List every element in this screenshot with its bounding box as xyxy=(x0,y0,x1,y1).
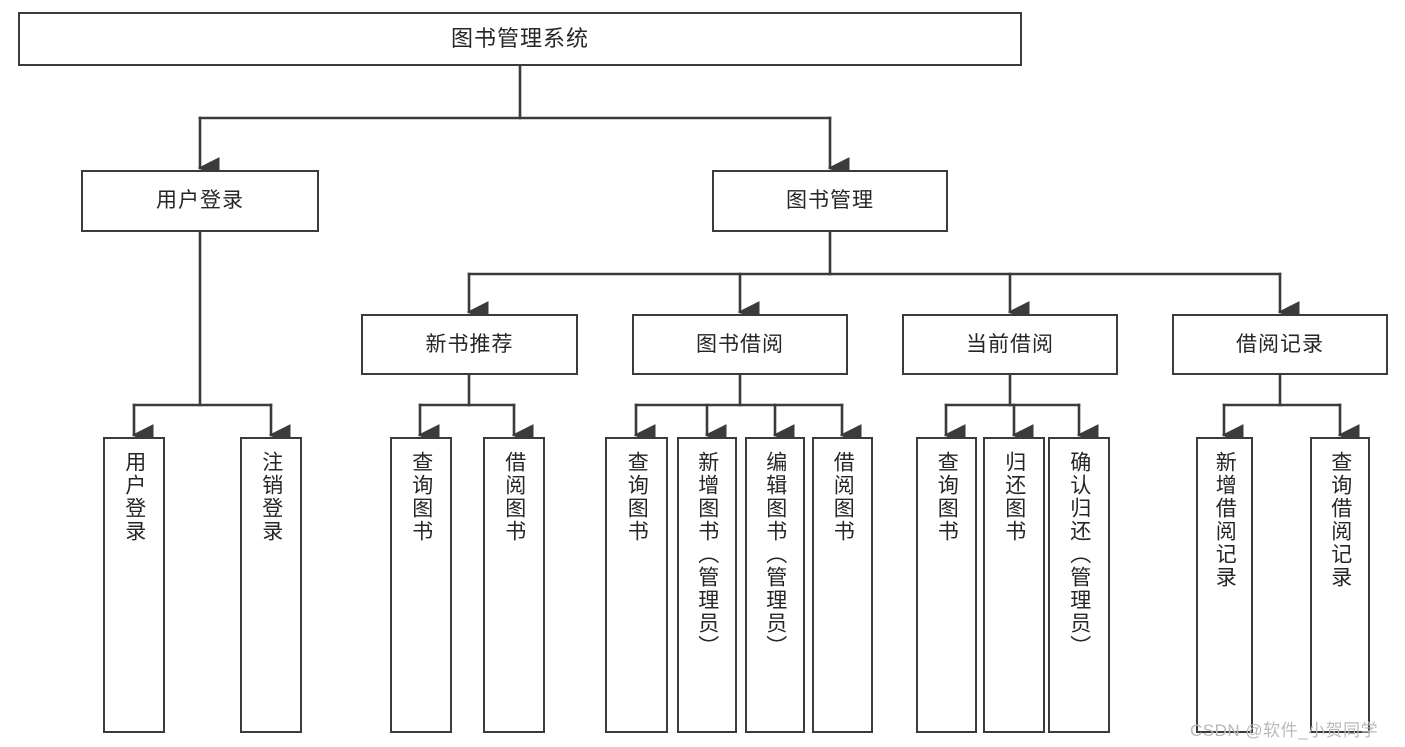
node-leaf-2: 查询图书 xyxy=(390,437,452,733)
node-leaf-7: 借阅图书 xyxy=(812,437,873,733)
node-label: 新增图书（管理员） xyxy=(695,451,719,658)
node-level2-1: 图书管理 xyxy=(712,170,948,232)
node-label: 编辑图书（管理员） xyxy=(763,451,787,658)
node-leaf-9: 归还图书 xyxy=(983,437,1045,733)
node-label: 当前借阅 xyxy=(966,332,1054,356)
node-leaf-4: 查询图书 xyxy=(605,437,668,733)
node-label: 借阅图书 xyxy=(502,451,526,543)
node-label: 查询图书 xyxy=(625,451,649,543)
node-leaf-8: 查询图书 xyxy=(916,437,977,733)
node-label: 查询图书 xyxy=(409,451,433,543)
node-leaf-5: 新增图书（管理员） xyxy=(677,437,737,733)
node-level3-2: 当前借阅 xyxy=(902,314,1118,375)
node-leaf-12: 查询借阅记录 xyxy=(1310,437,1370,733)
node-label: 新增借阅记录 xyxy=(1213,451,1237,589)
node-label: 图书管理 xyxy=(786,189,874,213)
node-label: 图书管理系统 xyxy=(450,25,589,51)
node-label: 确认归还（管理员） xyxy=(1067,451,1091,658)
node-leaf-0: 用户登录 xyxy=(103,437,165,733)
node-leaf-11: 新增借阅记录 xyxy=(1196,437,1253,733)
node-leaf-3: 借阅图书 xyxy=(483,437,545,733)
node-level3-1: 图书借阅 xyxy=(632,314,848,375)
node-root: 图书管理系统 xyxy=(18,12,1022,66)
node-label: 归还图书 xyxy=(1002,451,1026,543)
node-label: 用户登录 xyxy=(122,451,146,543)
node-label: 新书推荐 xyxy=(425,332,514,356)
node-label: 借阅图书 xyxy=(831,451,855,543)
node-leaf-10: 确认归还（管理员） xyxy=(1048,437,1110,733)
node-leaf-1: 注销登录 xyxy=(240,437,302,733)
node-level3-0: 新书推荐 xyxy=(361,314,578,375)
node-level3-3: 借阅记录 xyxy=(1172,314,1388,375)
watermark-label: CSDN @软件_小贺同学 xyxy=(1190,721,1379,740)
node-label: 用户登录 xyxy=(156,189,244,213)
node-label: 注销登录 xyxy=(259,451,283,543)
node-label: 图书借阅 xyxy=(696,332,784,356)
node-label: 查询图书 xyxy=(935,451,959,543)
node-label: 借阅记录 xyxy=(1236,332,1324,356)
node-leaf-6: 编辑图书（管理员） xyxy=(745,437,805,733)
node-level2-0: 用户登录 xyxy=(81,170,319,232)
node-label: 查询借阅记录 xyxy=(1328,451,1352,589)
